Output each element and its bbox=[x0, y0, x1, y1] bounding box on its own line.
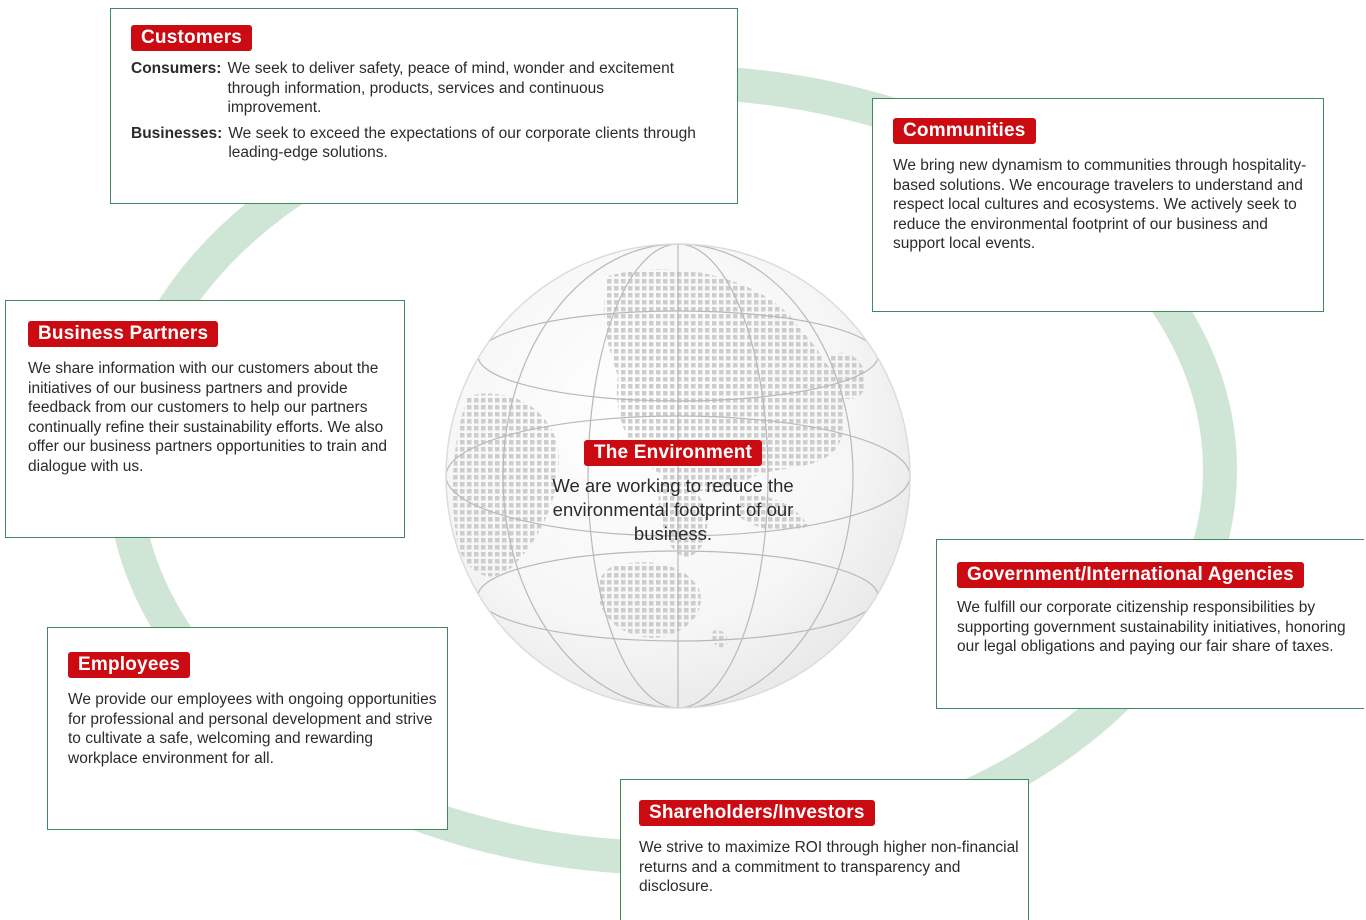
customers-title: Customers bbox=[131, 25, 253, 51]
communities-text: We bring new dynamism to communities thr… bbox=[893, 157, 1307, 252]
government-text: We fulfill our corporate citizenship res… bbox=[957, 599, 1346, 655]
globe-continents bbox=[452, 269, 867, 648]
environment-text: We are working to reduce the environment… bbox=[552, 475, 794, 544]
employees-text: We provide our employees with ongoing op… bbox=[68, 691, 437, 767]
consumers-label: Consumers: bbox=[131, 60, 222, 77]
environment-center: The Environment We are working to reduce… bbox=[523, 440, 823, 546]
customers-box: Customers Consumers: We seek to deliver … bbox=[110, 8, 738, 204]
government-box: Government/International Agencies We ful… bbox=[936, 539, 1364, 709]
environment-title: The Environment bbox=[583, 440, 763, 466]
shareholders-title: Shareholders/Investors bbox=[639, 800, 875, 826]
business-partners-title: Business Partners bbox=[28, 321, 219, 347]
business-partners-text: We share information with our customers … bbox=[28, 360, 388, 475]
shareholders-text: We strive to maximize ROI through higher… bbox=[639, 839, 1019, 895]
employees-title: Employees bbox=[68, 652, 191, 678]
consumers-text: We seek to deliver safety, peace of mind… bbox=[227, 60, 675, 116]
government-title: Government/International Agencies bbox=[957, 562, 1304, 588]
businesses-text: We seek to exceed the expectations of ou… bbox=[228, 124, 696, 162]
communities-title: Communities bbox=[893, 118, 1036, 144]
communities-box: Communities We bring new dynamism to com… bbox=[872, 98, 1324, 312]
business-partners-box: Business Partners We share information w… bbox=[5, 300, 405, 538]
shareholders-box: Shareholders/Investors We strive to maxi… bbox=[620, 779, 1029, 920]
consumers-row: Consumers: We seek to deliver safety, pe… bbox=[131, 59, 737, 118]
employees-box: Employees We provide our employees with … bbox=[47, 627, 448, 830]
globe-icon bbox=[445, 243, 911, 709]
businesses-row: Businesses: We seek to exceed the expect… bbox=[131, 124, 737, 163]
businesses-label: Businesses: bbox=[131, 124, 223, 142]
